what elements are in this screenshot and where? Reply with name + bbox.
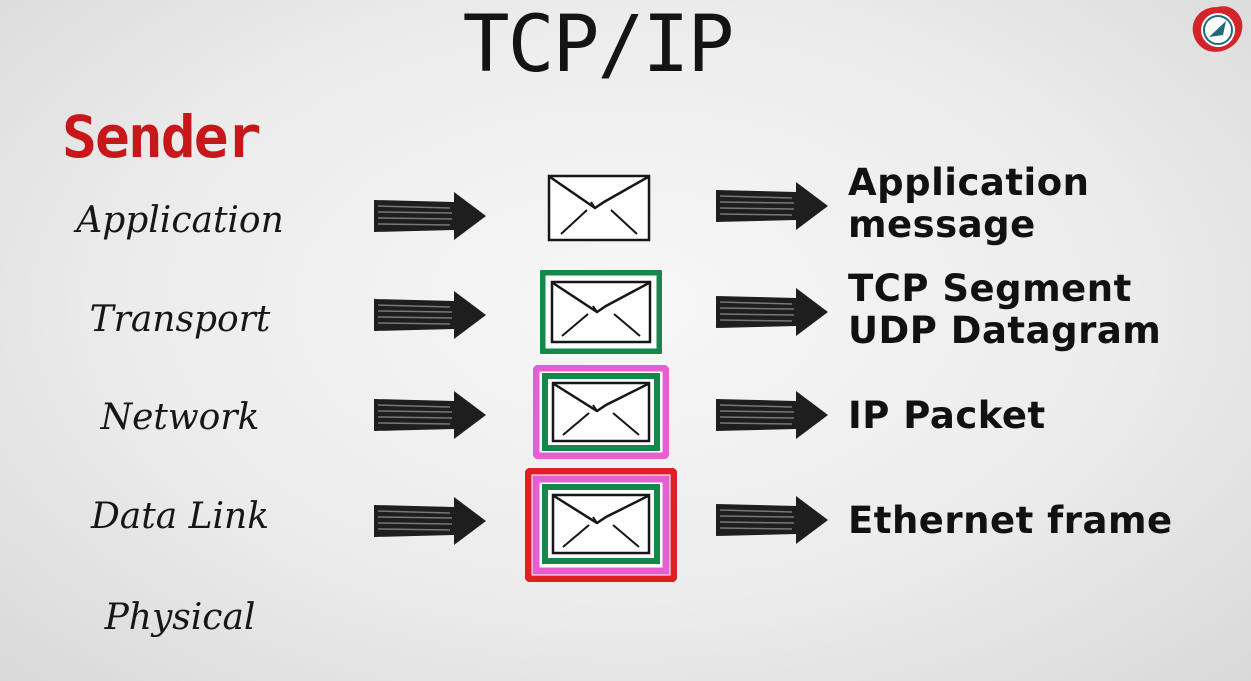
arrow-icon (374, 391, 486, 439)
arrow-icon (374, 291, 486, 339)
pdu-transport-line-1: TCP Segment (848, 267, 1132, 310)
tcp-segment-envelope (540, 270, 662, 354)
arrow-icon (716, 496, 828, 544)
layer-label-data-link: Data Link (90, 496, 270, 537)
pdu-data-link-line-1: Ethernet frame (848, 499, 1173, 542)
pdu-network: IP Packet (848, 395, 1046, 437)
arrow-icon (374, 192, 486, 240)
layer-label-physical: Physical (104, 597, 256, 638)
envelope-icon (547, 174, 651, 242)
page-title: TCP/IP (462, 0, 735, 90)
ethernet-frame-envelope (525, 468, 677, 582)
pdu-transport: TCP Segment UDP Datagram (848, 268, 1161, 352)
layer-label-application: Application (76, 200, 284, 241)
pdu-application-line-1: Application (848, 161, 1090, 204)
logo-icon (1192, 6, 1243, 52)
arrow-icon (716, 182, 828, 230)
pdu-transport-line-2: UDP Datagram (848, 309, 1162, 352)
arrow-icon (374, 497, 486, 545)
layer-label-transport: Transport (89, 299, 271, 340)
arrow-icon (716, 391, 828, 439)
pdu-application: Application message (848, 162, 1090, 246)
layer-label-network: Network (100, 397, 260, 438)
ip-packet-envelope (533, 365, 669, 459)
arrow-icon (716, 288, 828, 336)
pdu-data-link: Ethernet frame (848, 500, 1173, 542)
sender-label: Sender (62, 103, 262, 171)
pdu-network-line-1: IP Packet (848, 394, 1046, 437)
pdu-application-line-2: message (848, 203, 1036, 246)
